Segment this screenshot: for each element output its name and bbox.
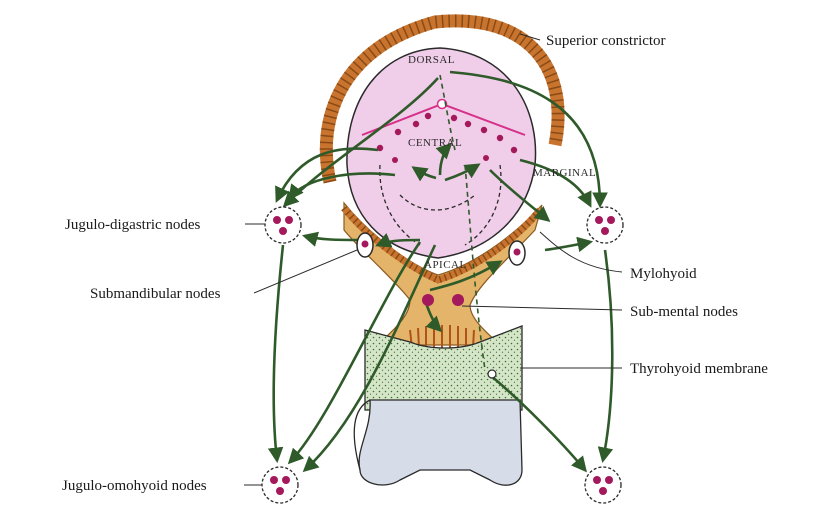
thyroid-cartilage [354,400,522,485]
jugulo-digastric-node-right [587,207,623,243]
label-jugulo-omohyoid-nodes: Jugulo-omohyoid nodes [62,478,207,494]
region-label-marginal: MARGINAL [533,167,596,179]
thyrohyoid-foramen [488,370,496,378]
label-superior-constrictor: Superior constrictor [546,33,666,49]
label-mylohyoid: Mylohyoid [630,266,697,282]
region-label-apical: APICAL [424,259,467,271]
submandibular-node-right [509,241,525,265]
jugulo-omohyoid-node-left [262,467,298,503]
region-label-central: CENTRAL [408,137,462,149]
jugulo-omohyoid-node-right [585,467,621,503]
label-jugulo-digastric-nodes: Jugulo-digastric nodes [65,217,201,233]
jugulo-digastric-node-left [265,207,301,243]
label-thyrohyoid-membrane: Thyrohyoid membrane [630,361,768,377]
label-submandibular-nodes: Submandibular nodes [90,286,221,302]
region-label-dorsal: DORSAL [408,54,455,66]
label-sub-mental-nodes: Sub-mental nodes [630,304,738,320]
submandibular-node-left [357,233,373,257]
